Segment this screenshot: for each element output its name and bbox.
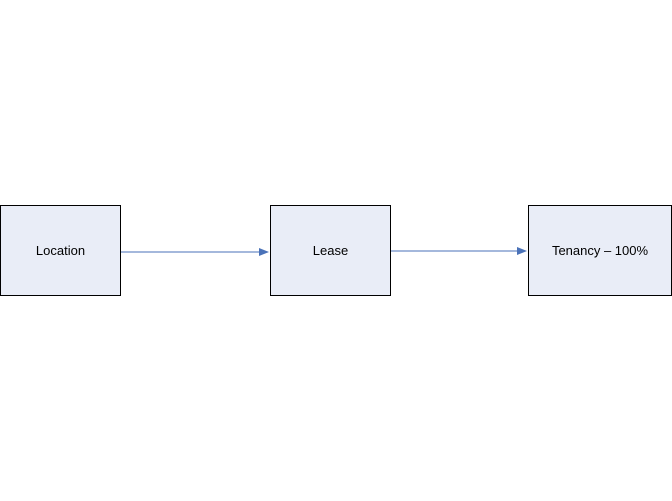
lease-node: Lease <box>270 205 391 296</box>
location-node: Location <box>0 205 121 296</box>
location-node-label: Location <box>35 243 86 258</box>
lease-node-label: Lease <box>312 243 349 258</box>
tenancy-node: Tenancy – 100% <box>528 205 672 296</box>
tenancy-node-label: Tenancy – 100% <box>551 243 649 258</box>
